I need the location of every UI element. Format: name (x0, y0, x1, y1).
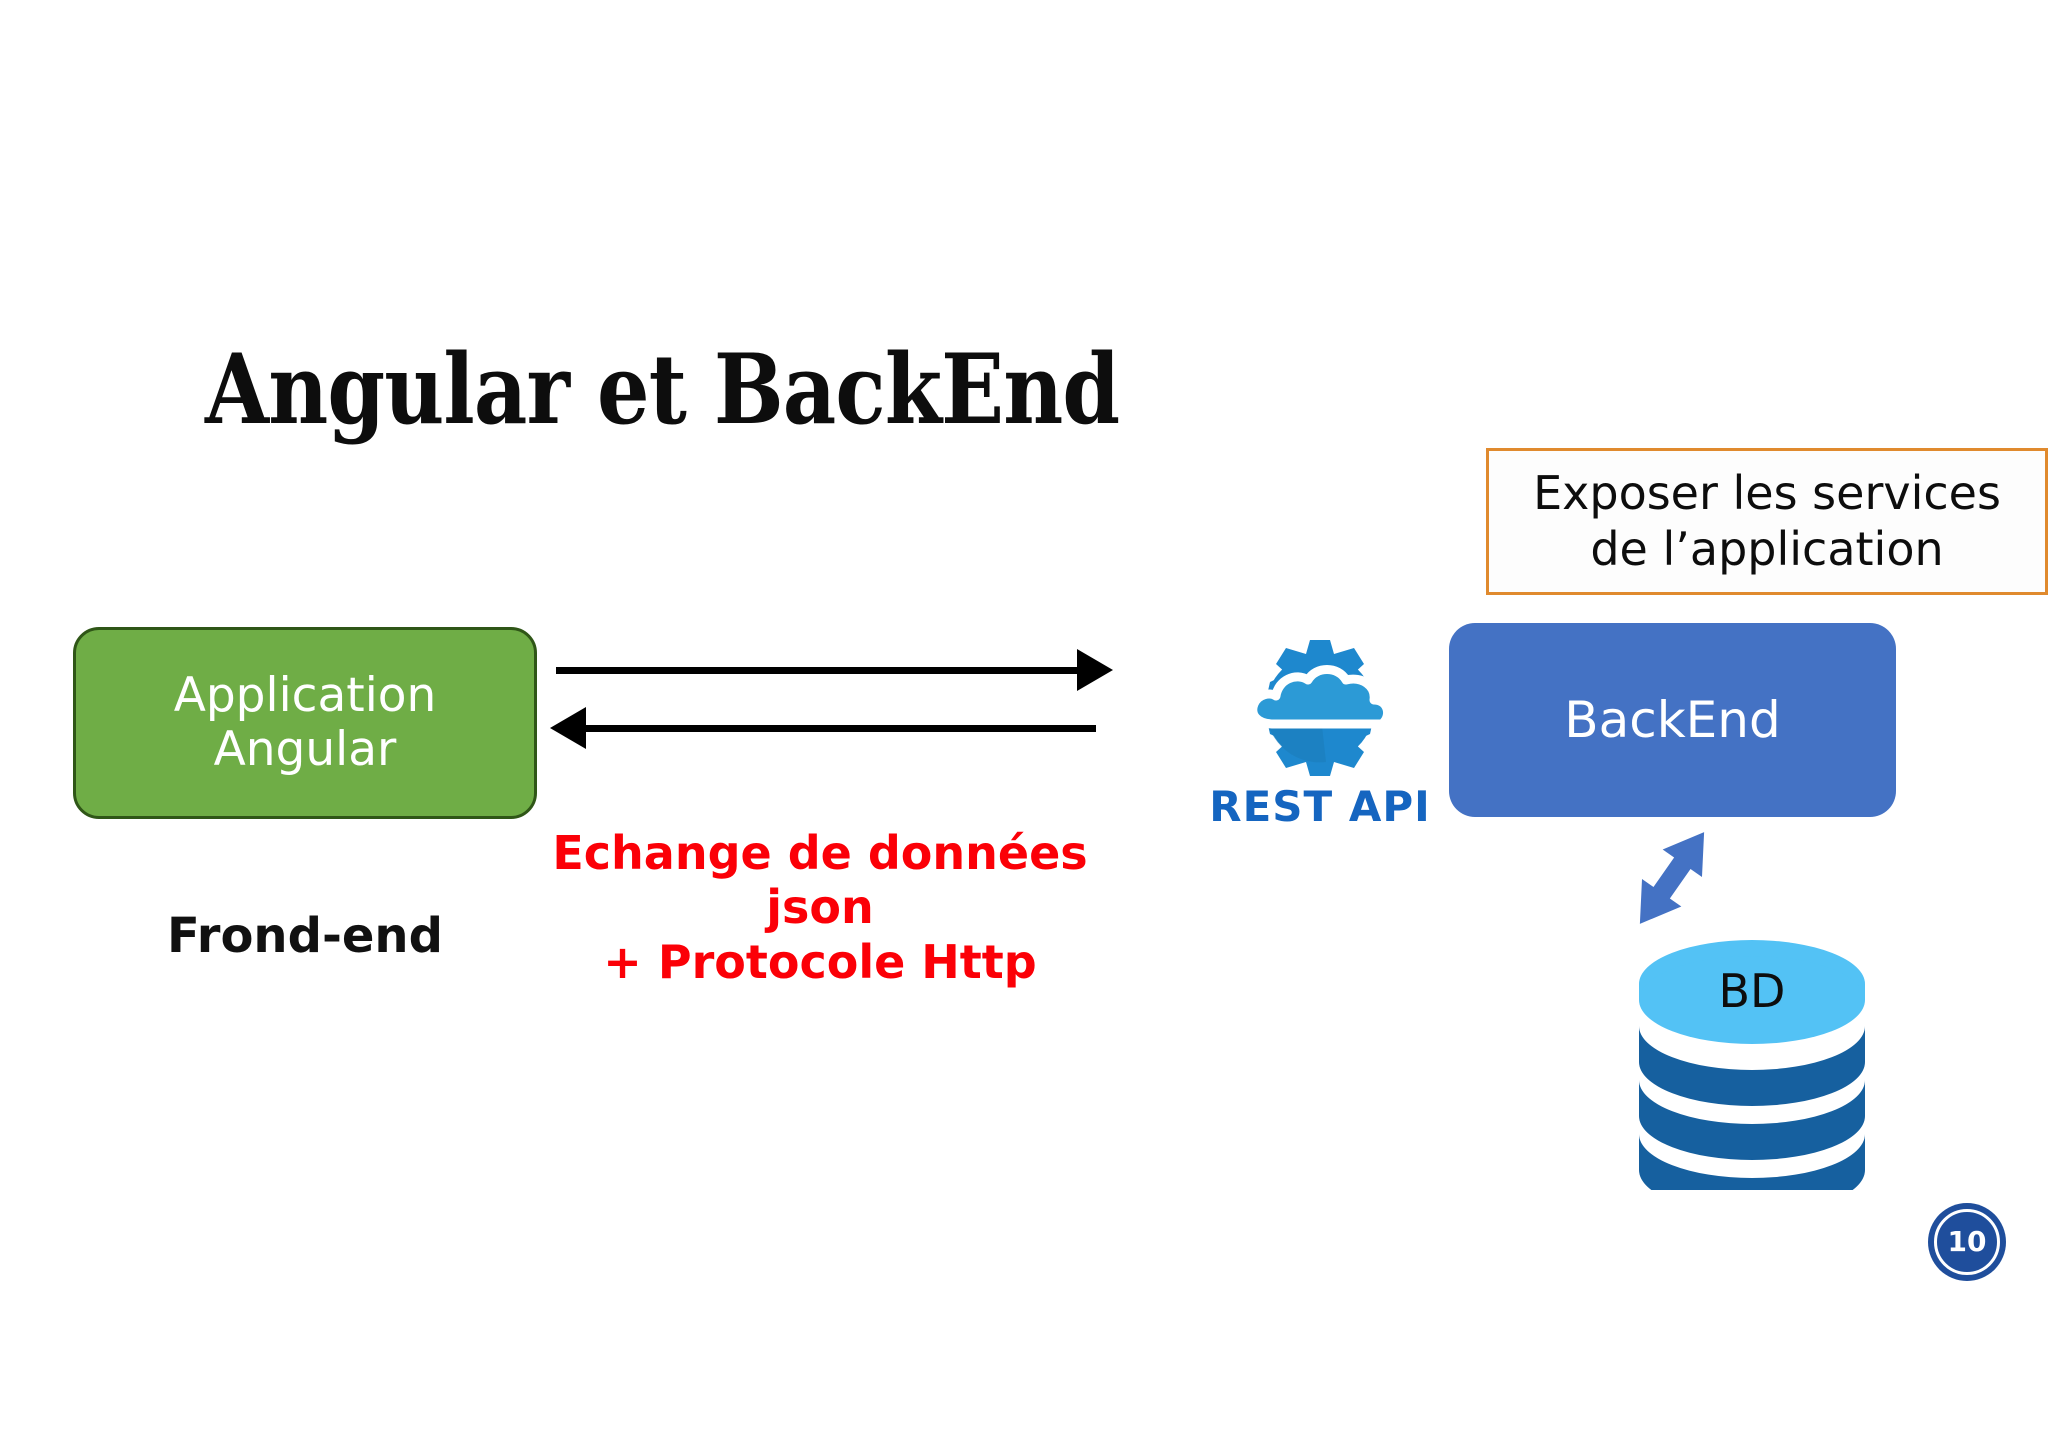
expose-services-note-line1: Exposer les services (1533, 466, 2001, 521)
data-exchange-line3: + Protocole Http (603, 934, 1037, 989)
bidirectional-arrow-icon (1639, 832, 1705, 924)
expose-services-note-line2: de l’application (1590, 521, 1944, 576)
data-exchange-caption: Echange de données json + Protocole Http (535, 826, 1105, 989)
application-angular-box[interactable]: Application Angular (73, 627, 537, 819)
backend-label: BackEnd (1564, 691, 1781, 749)
page-number: 10 (1947, 1225, 1987, 1258)
response-arrow-head-icon (550, 707, 586, 749)
frontend-caption: Frond-end (167, 908, 443, 964)
database-cylinder-icon (1639, 940, 1865, 1190)
page-number-badge: 10 (1928, 1203, 2006, 1281)
gear-cloud-icon (1248, 640, 1393, 776)
cloud-icon (1248, 665, 1393, 729)
rest-api-label: REST API (1209, 782, 1431, 831)
rest-api-logo: REST API (1196, 638, 1444, 843)
request-arrow-line (556, 667, 1086, 674)
page-title: Angular et BackEnd (205, 333, 1120, 446)
data-exchange-line1: Echange de données (552, 826, 1088, 880)
application-angular-label-line2: Angular (213, 722, 397, 777)
badge-ring (1934, 1209, 2000, 1275)
backend-box[interactable]: BackEnd (1449, 623, 1896, 817)
application-angular-label: Application Angular (173, 667, 437, 777)
expose-services-note-text: Exposer les services de l’application (1533, 466, 2001, 576)
data-exchange-line2: json (766, 880, 874, 935)
request-arrow-head-icon (1077, 649, 1113, 691)
response-arrow-line (578, 725, 1096, 732)
expose-services-note: Exposer les services de l’application (1486, 448, 2048, 595)
application-angular-label-line1: Application (173, 667, 437, 723)
